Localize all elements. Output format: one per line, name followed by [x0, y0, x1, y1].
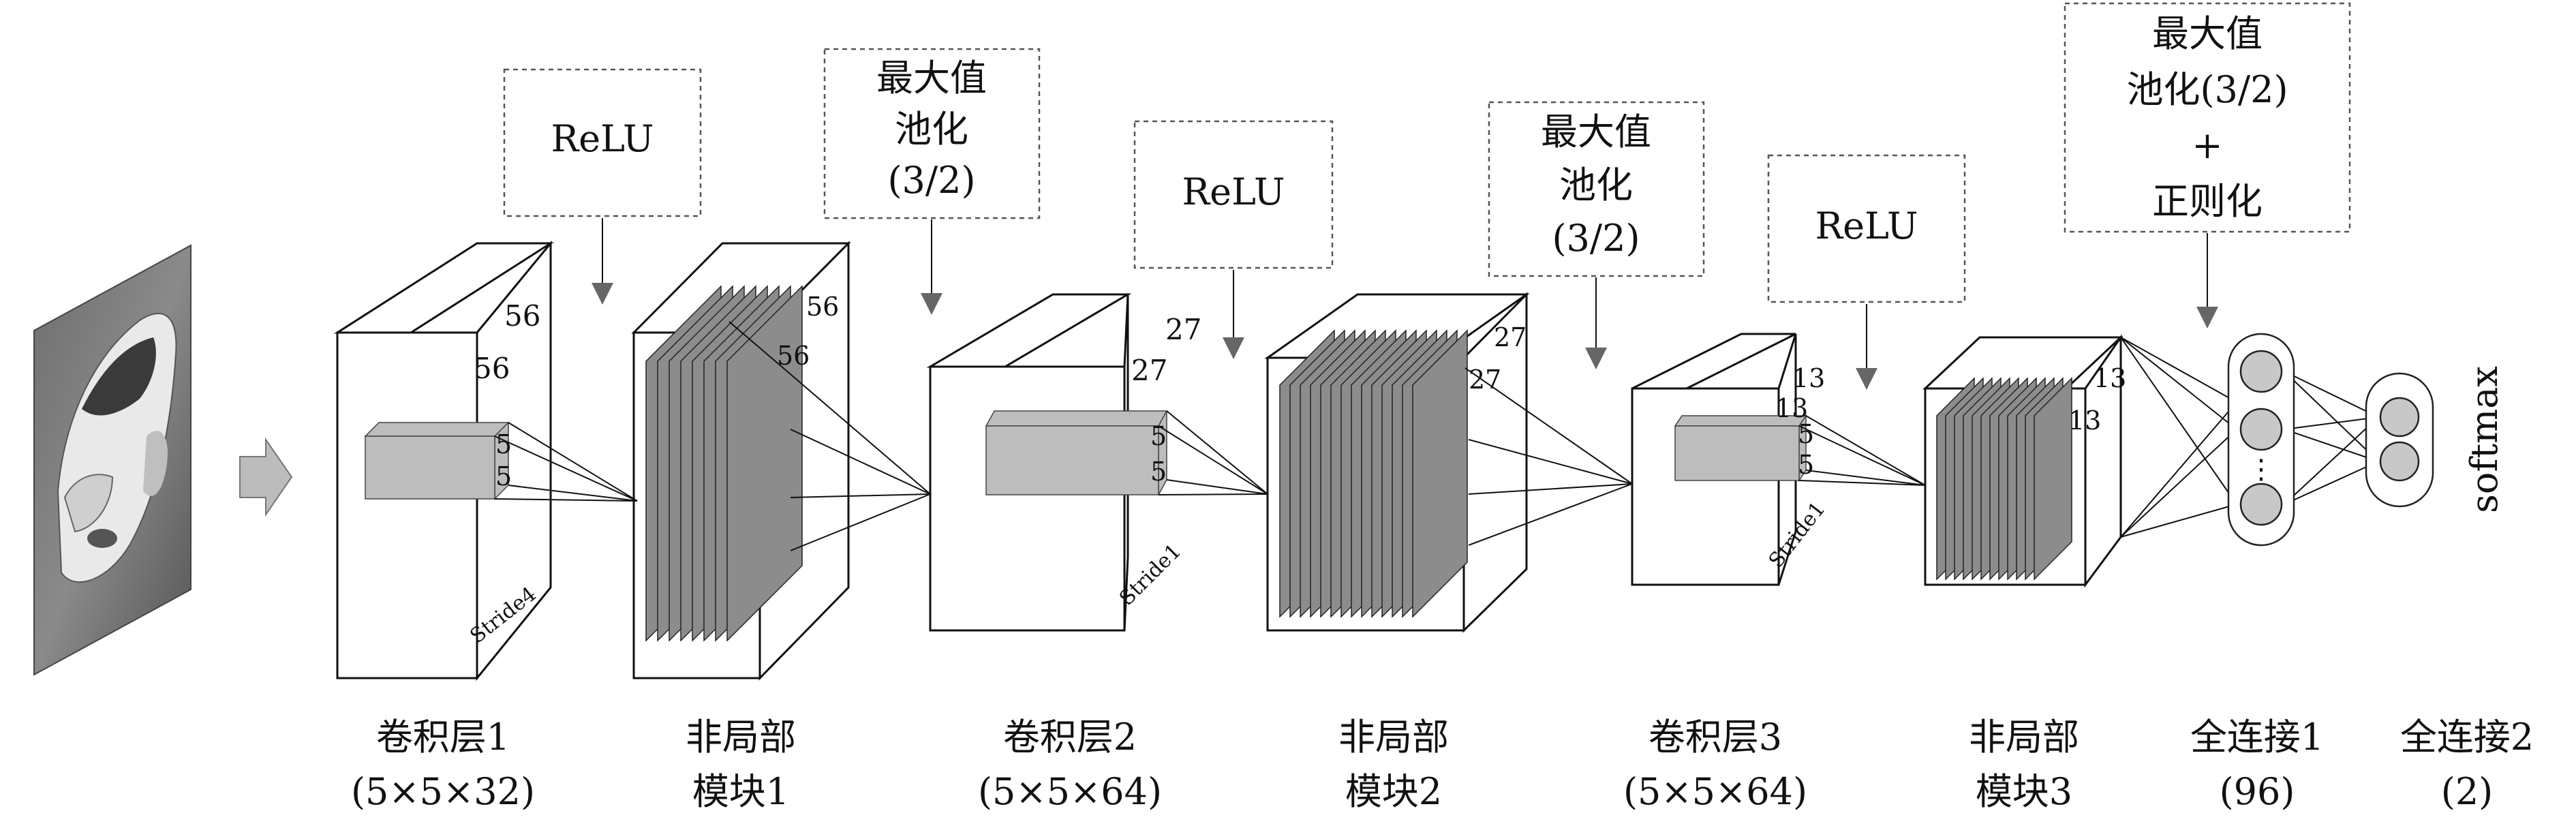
fc1-ellipsis: ⋮: [2248, 454, 2275, 485]
conv2-kernel-dim-b: 5: [1150, 457, 1167, 487]
op-label: ReLU: [551, 117, 654, 160]
caption-fc1-line1: 全连接1: [2190, 716, 2324, 759]
conv2-dim-b: 27: [1131, 354, 1167, 387]
caption-nl3-line2: 模块3: [1976, 770, 2072, 813]
nl2-dim-a: 27: [1494, 322, 1527, 352]
op-box-pool1: 最大值 池化 (3/2): [823, 48, 1041, 315]
nonlocal2-block: 27 27: [1264, 292, 1530, 633]
down-arrow-icon: [1585, 348, 1607, 369]
op-box-relu3: ReLU: [1767, 154, 1966, 390]
caption-nl1-line2: 模块1: [692, 770, 789, 813]
caption-fc2-line1: 全连接2: [2400, 716, 2534, 759]
caption-fc1-line2: (96): [2220, 770, 2295, 813]
feature-map-sheet: [1412, 329, 1468, 618]
captions: 卷积层1 (5×5×32) 非局部 模块1 卷积层2 (5×5×64) 非局部 …: [351, 716, 2534, 813]
fc1-neuron: [2239, 483, 2283, 526]
caption-conv2-line2: (5×5×64): [978, 770, 1162, 813]
nl3-dim-a: 13: [2094, 363, 2126, 393]
op-label: ReLU: [1182, 170, 1285, 213]
op-box-relu1: ReLU: [503, 68, 702, 305]
conv3-block: 13 13 5 5 Stride1: [1631, 333, 1830, 586]
op-label: 最大值: [2152, 12, 2263, 55]
nl1-dim-a: 56: [806, 292, 839, 322]
op-label: 最大值: [876, 57, 987, 100]
caption-conv3-line2: (5×5×64): [1623, 770, 1807, 813]
connection-lines: [494, 321, 2379, 551]
conv1-dim-a: 56: [504, 299, 540, 333]
op-label: (3/2): [1552, 217, 1640, 260]
conv2-dim-a: 27: [1165, 313, 1201, 346]
caption-conv1-line1: 卷积层1: [376, 716, 510, 759]
input-arrow-icon: [239, 437, 293, 517]
down-arrow-icon: [1856, 368, 1877, 390]
op-label: (3/2): [887, 159, 975, 202]
op-box-pool3: 最大值 池化(3/2) + 正则化: [2064, 2, 2351, 328]
op-label: +: [2192, 124, 2222, 167]
conv3-dim-a: 13: [1792, 363, 1825, 393]
fc1-layer: ⋮: [2227, 333, 2295, 547]
conv2-block: 27 27 5 5 Stride1: [926, 293, 1201, 632]
nonlocal3-block: 13 13: [1922, 334, 2126, 588]
down-arrow-icon: [2196, 307, 2218, 328]
softmax-label: softmax: [2463, 366, 2506, 513]
fc2-neuron: [2379, 397, 2420, 438]
caption-nl3-line1: 非局部: [1969, 716, 2079, 759]
op-label: 池化(3/2): [2126, 68, 2288, 111]
caption-nl1-line1: 非局部: [686, 716, 796, 759]
feature-map-sheet: [2034, 377, 2072, 581]
caption-fc2-line2: (2): [2441, 770, 2494, 813]
op-label: 池化: [1559, 164, 1633, 206]
op-label: ReLU: [1815, 204, 1918, 247]
nl1-dim-b: 56: [777, 341, 810, 371]
caption-conv2-line1: 卷积层2: [1003, 716, 1137, 759]
feature-map-sheet: [726, 285, 803, 642]
nl3-dim-b: 13: [2068, 406, 2101, 435]
down-arrow-icon: [1223, 337, 1244, 359]
conv1-kernel-dim-b: 5: [495, 461, 512, 491]
conv1-block: 56 56 5 5 Stride4: [333, 240, 555, 682]
fc2-neuron: [2379, 441, 2420, 482]
caption-nl2-line1: 非局部: [1338, 716, 1449, 759]
input-car-image: [33, 244, 191, 676]
op-label: 池化: [895, 108, 968, 151]
conv3-kernel-dim-a: 5: [1798, 419, 1814, 449]
fc2-layer: [2365, 372, 2434, 508]
caption-nl2-line2: 模块2: [1345, 770, 1442, 813]
op-label: 正则化: [2152, 180, 2263, 223]
caption-conv3-line1: 卷积层3: [1649, 716, 1782, 759]
op-label: 最大值: [1541, 110, 1651, 153]
conv3-kernel-dim-b: 5: [1798, 450, 1814, 480]
op-box-pool2: 最大值 池化 (3/2): [1488, 101, 1705, 369]
conv1-kernel-dim-a: 5: [495, 429, 512, 459]
op-box-relu2: ReLU: [1133, 120, 1334, 359]
nonlocal1-block: 56 56: [631, 241, 851, 681]
down-arrow-icon: [921, 293, 942, 315]
fc1-neuron: [2239, 408, 2283, 451]
conv2-kernel-dim-a: 5: [1150, 421, 1167, 451]
conv3-dim-b: 13: [1775, 393, 1808, 423]
caption-conv1-line2: (5×5×32): [351, 770, 535, 813]
fc1-neuron: [2239, 350, 2283, 393]
conv1-dim-b: 56: [474, 352, 510, 385]
down-arrow-icon: [592, 283, 613, 305]
